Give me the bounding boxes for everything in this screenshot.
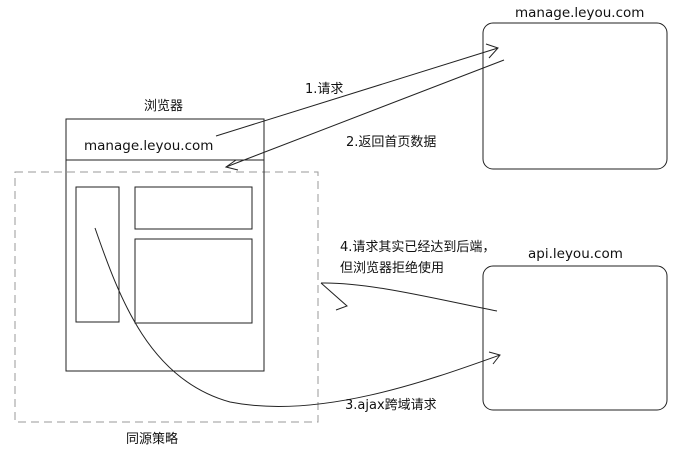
manage-server-host: manage.leyou.com [515, 5, 645, 21]
page-content-block [134, 238, 253, 324]
step-1-label: 1.请求 [305, 82, 344, 97]
browser-title: 浏览器 [144, 99, 184, 114]
same-origin-boundary [14, 171, 319, 423]
page-header-block [134, 186, 253, 230]
api-server-host: api.leyou.com [528, 246, 623, 262]
same-origin-label: 同源策略 [126, 432, 179, 447]
browser-window [65, 118, 265, 372]
arrow-ajax-head [488, 351, 501, 365]
arrow-return-head [224, 159, 239, 171]
arrow-request-line [215, 47, 499, 137]
step-2-label: 2.返回首页数据 [346, 135, 437, 150]
manage-server-box [482, 22, 668, 170]
arrow-ajax-curve [94, 227, 501, 408]
step-3-label: 3.ajax跨域请求 [345, 398, 437, 413]
step-4-label-line1: 4.请求其实已经达到后端， [340, 240, 496, 255]
arrow-return-line [225, 59, 505, 168]
arrow-request-head [485, 43, 499, 59]
arrow-reject-curve [320, 282, 498, 312]
step-4-label-line2: 但浏览器拒绝使用 [340, 261, 445, 276]
page-sidebar-block [75, 186, 120, 323]
api-server-box [482, 265, 668, 411]
browser-address: manage.leyou.com [84, 138, 214, 154]
arrow-reject-head [320, 282, 348, 311]
